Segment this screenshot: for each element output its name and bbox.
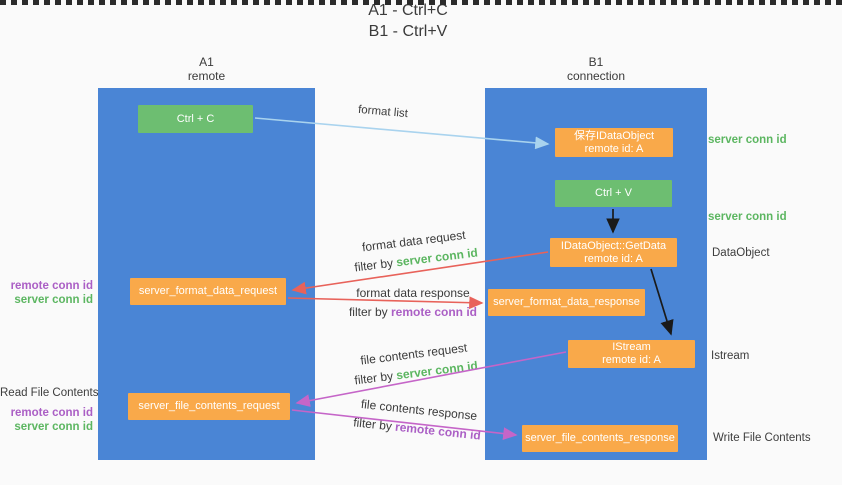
ctrl-c-label: Ctrl + C (176, 112, 215, 125)
server-conn-id-mid-label: server conn id (708, 211, 787, 223)
server-conn-id-top-label: server conn id (708, 134, 787, 146)
file-remote-conn-id-label: remote conn id (10, 407, 93, 419)
format-server-conn-id-label: server conn id (14, 294, 93, 306)
column-b-header: B1 connection (485, 55, 707, 83)
getdata-line-1: IDataObject::GetData (560, 239, 667, 252)
format-remote-conn-id-label: remote conn id (10, 280, 93, 292)
write-file-contents-label: Write File Contents (713, 432, 811, 444)
istream-node: IStream remote id: A (568, 340, 695, 368)
diagram-title: A1 - Ctrl+C B1 - Ctrl+V (0, 0, 816, 42)
ctrl-c-node: Ctrl + C (138, 105, 253, 133)
column-b-subtitle: connection (566, 68, 626, 83)
server-file-contents-response-label: server_file_contents_response (525, 432, 675, 444)
phase-separator-dotted-line (0, 0, 842, 5)
server-format-data-request-label: server_format_data_request (138, 285, 278, 297)
format-data-request-arrow-label: format data request filter by server con… (340, 223, 490, 279)
idataobject-getdata-node: IDataObject::GetData remote id: A (550, 238, 677, 267)
istream-side-label: Istream (711, 350, 750, 362)
title-line-2: B1 - Ctrl+V (368, 23, 448, 40)
getdata-line-2: remote id: A (584, 252, 643, 265)
filter-key-remote-conn-id: remote conn id (391, 305, 478, 319)
column-a-header: A1 remote (98, 55, 315, 83)
filter-by-prefix: filter by (352, 415, 393, 434)
save-idataobject-line-2: remote id: A (584, 142, 644, 155)
column-a-name: A1 (199, 55, 214, 69)
server-format-data-response-label: server_format_data_response (493, 296, 640, 308)
read-file-contents-label: Read File Contents (0, 387, 99, 399)
server-file-contents-request-label: server_file_contents_request (138, 400, 280, 412)
server-file-contents-response-node: server_file_contents_response (522, 425, 678, 452)
format-data-response-arrow-label: format data response filter by remote co… (340, 284, 486, 322)
format-data-response-filter: filter by remote conn id (340, 303, 486, 322)
column-a-subtitle: remote (187, 68, 226, 83)
format-data-response-text: format data response (356, 286, 470, 300)
format-list-arrow-label: format list (357, 103, 409, 121)
title-line-1: A1 - Ctrl+C (368, 2, 448, 19)
server-file-contents-request-node: server_file_contents_request (128, 393, 290, 420)
ctrl-v-label: Ctrl + V (595, 187, 632, 199)
ctrl-v-node: Ctrl + V (555, 180, 672, 207)
save-idataobject-line-1: 保存IDataObject (573, 129, 655, 142)
filter-by-prefix: filter by (353, 368, 394, 388)
file-contents-response-arrow-label: file contents response filter by remote … (343, 393, 492, 446)
column-b-name: B1 (588, 55, 604, 69)
server-format-data-request-node: server_format_data_request (130, 278, 286, 305)
file-contents-request-arrow-label: file contents request filter by server c… (340, 336, 490, 392)
save-idataobject-node: 保存IDataObject remote id: A (555, 128, 673, 157)
istream-line-1: IStream (612, 341, 651, 353)
format-conn-id-labels: remote conn id server conn id (0, 279, 93, 307)
dataobject-label: DataObject (712, 247, 770, 259)
server-format-data-response-node: server_format_data_response (488, 289, 645, 316)
filter-by-prefix: filter by (348, 305, 388, 319)
file-conn-id-labels: remote conn id server conn id (0, 406, 93, 434)
file-server-conn-id-label: server conn id (14, 421, 93, 433)
filter-by-prefix: filter by (353, 255, 394, 275)
istream-line-2: remote id: A (602, 354, 661, 366)
